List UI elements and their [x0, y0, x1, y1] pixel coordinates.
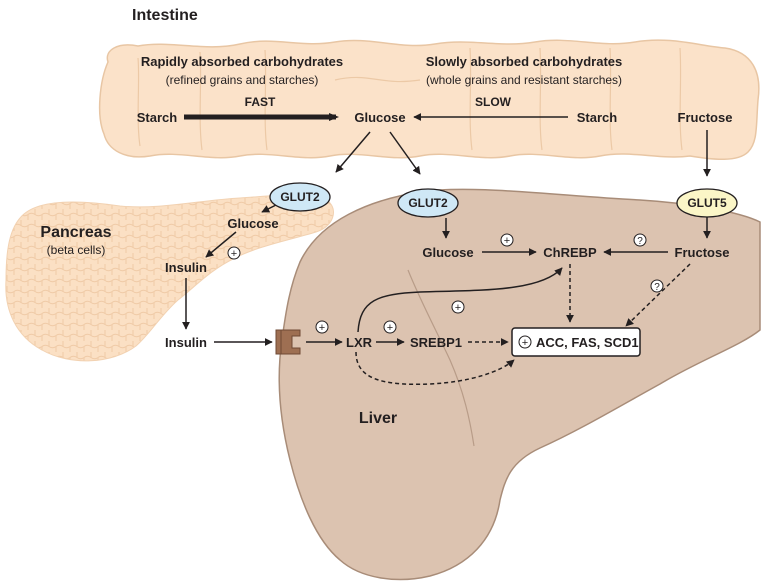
chrebp-label: ChREBP [543, 245, 597, 260]
glut5-label: GLUT5 [687, 196, 727, 210]
circulating-insulin-label: Insulin [165, 335, 207, 350]
glucose-to-glut2-liver-arrow [389, 131, 421, 175]
question-icon-fructose-chrebp: ? [633, 233, 647, 247]
insulin-receptor-icon [275, 329, 301, 355]
pancreas-glucose-label: Glucose [227, 216, 278, 231]
plus-icon-lxr-srebp1: + [383, 320, 397, 334]
glut2-to-pancreas-glucose-arrow [261, 204, 277, 213]
svg-text:+: + [455, 302, 461, 314]
svg-text:+: + [522, 337, 528, 349]
intestine-folds [137, 47, 683, 151]
svg-text:?: ? [654, 282, 660, 293]
svg-text:+: + [387, 322, 393, 334]
liver-glucose-label: Glucose [422, 245, 473, 260]
srebp1-label: SREBP1 [410, 335, 462, 350]
liver-shape [278, 188, 761, 581]
glut2-pancreas-transporter: GLUT2 [269, 182, 331, 212]
slow-carbs-subtitle: (whole grains and resistant starches) [426, 73, 622, 87]
question-icon-fructose-targets: ? [650, 279, 664, 293]
intestine-title: Intestine [132, 7, 198, 24]
rapid-carbs-subtitle: (refined grains and starches) [166, 73, 319, 87]
intestine-shape [98, 39, 760, 160]
pancreas-subtitle: (beta cells) [47, 243, 106, 257]
glut2-pancreas-label: GLUT2 [280, 190, 320, 204]
slow-carbs-title: Slowly absorbed carbohydrates [426, 54, 623, 69]
targets-plus-icon: + [518, 335, 532, 349]
glut5-transporter: GLUT5 [676, 188, 738, 218]
slow-label: SLOW [475, 95, 512, 109]
pancreas-glucose-to-insulin-arrow [205, 231, 237, 258]
fast-label: FAST [245, 95, 276, 109]
starch-right-label: Starch [577, 110, 618, 125]
svg-text:?: ? [637, 236, 643, 247]
lxr-label: LXR [346, 335, 373, 350]
liver-fructose-label: Fructose [675, 245, 730, 260]
plus-icon-lxr-chrebp: + [451, 300, 465, 314]
plus-icon-receptor-lxr: + [315, 320, 329, 334]
svg-text:+: + [319, 322, 325, 334]
glut2-liver-label: GLUT2 [408, 196, 448, 210]
svg-text:+: + [504, 235, 510, 247]
liver-title: Liver [359, 410, 397, 427]
rapid-carbs-title: Rapidly absorbed carbohydrates [141, 54, 343, 69]
intestine-glucose-label: Glucose [354, 110, 405, 125]
targets-box [511, 327, 641, 357]
fructose-to-targets-arrow [625, 263, 691, 327]
pancreas-shape [5, 194, 334, 362]
targets-label: ACC, FAS, SCD1 [536, 335, 639, 350]
glucose-to-glut2-pancreas-arrow [335, 131, 371, 173]
starch-left-label: Starch [137, 110, 178, 125]
lxr-to-chrebp-arrow [357, 267, 563, 333]
pancreas-insulin-label: Insulin [165, 260, 207, 275]
intestine-fructose-label: Fructose [678, 110, 733, 125]
plus-icon-pancreas: + [227, 246, 241, 260]
pancreas-title: Pancreas [40, 224, 111, 241]
svg-text:+: + [231, 248, 237, 260]
plus-icon-glucose-chrebp: + [500, 233, 514, 247]
liver-lobe-line [407, 269, 475, 447]
glut2-liver-transporter: GLUT2 [397, 188, 459, 218]
